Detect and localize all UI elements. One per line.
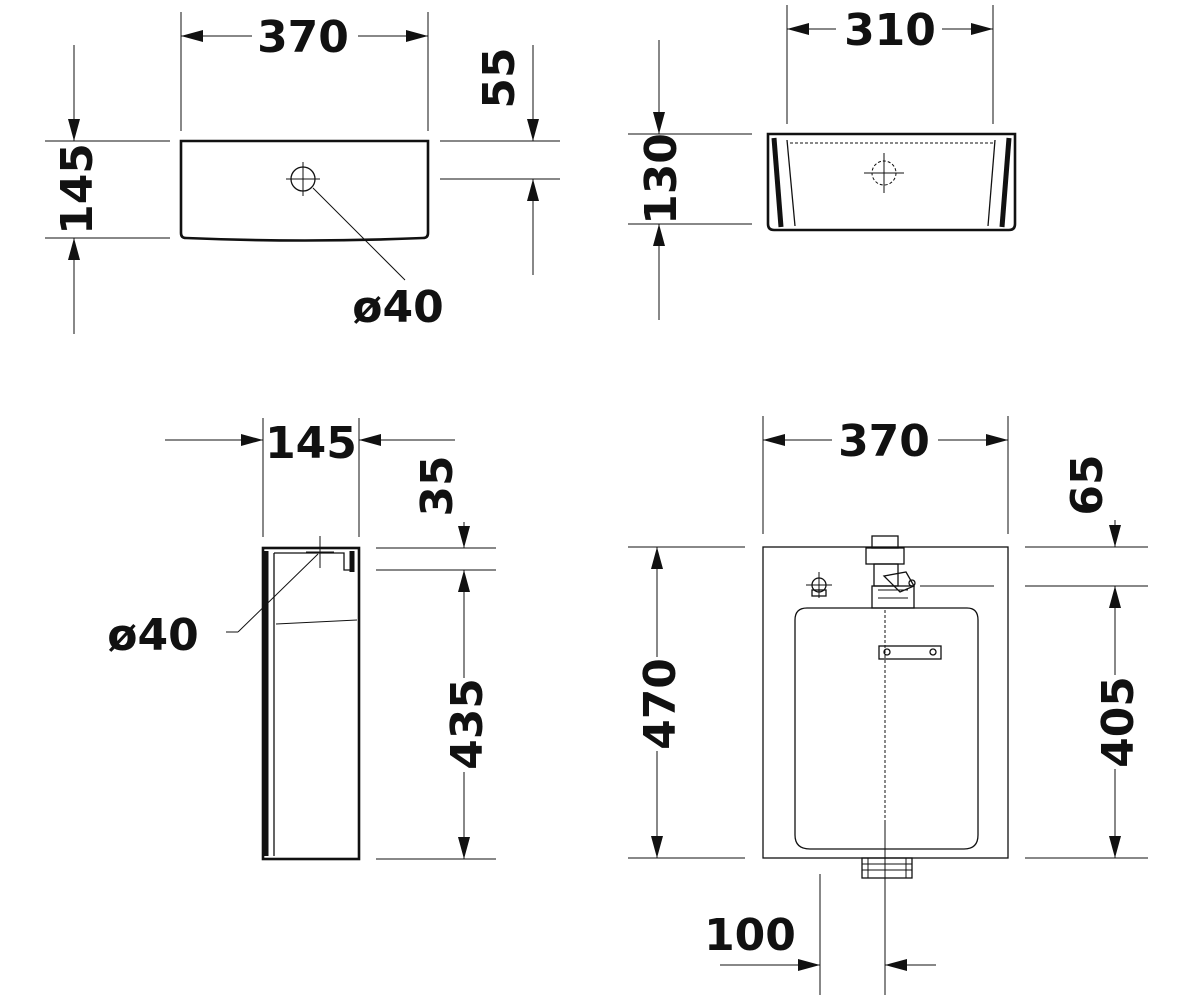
top-right-view: 310 130 [628,5,1017,320]
top-right-view-outline [766,132,1017,232]
front-view-flush-valve [865,535,994,609]
front-view-offset-dimension: 65 [1025,454,1148,587]
top-view-hole-label: ø40 [352,282,443,333]
top-view-offset-label: 55 [474,47,525,108]
top-view-height-dimension: 145 [45,45,170,334]
front-view-offset-label: 65 [1062,454,1113,515]
side-view-hole-leader: ø40 [107,553,319,661]
top-right-view-height-dimension: 130 [628,40,752,320]
top-view-hole [286,162,320,196]
top-right-view-walls [771,137,1012,228]
side-view-offset-dimension: 35 [376,455,496,571]
front-view-mounting-bracket [878,645,942,660]
side-view-width-dimension: 145 [165,418,455,537]
front-view-width-dimension: 370 [762,416,1009,534]
front-view-inner-height-dimension: 405 [1025,586,1148,859]
side-view-offset-label: 35 [412,455,463,516]
front-view-inner-height-label: 405 [1093,676,1144,768]
front-view-outlet-pipe [861,857,913,879]
side-view: 145 35 435 ø40 [107,418,496,861]
front-view-height-label: 470 [635,658,686,750]
top-view-width-dimension: 370 [180,12,429,131]
side-view-hole-mark [306,536,334,568]
side-view-height-dimension: 435 [376,570,496,860]
side-view-hole-label: ø40 [107,610,198,661]
front-view-outlet-label: 100 [704,910,796,961]
front-view-outlet-dimension: 100 [704,822,936,995]
front-view-height-dimension: 470 [628,546,745,859]
top-view-offset-dimension: 55 [440,45,560,275]
front-view-width-label: 370 [838,416,930,467]
top-view-outline [179,139,430,242]
top-view: 370 145 55 ø40 [45,12,560,334]
front-view-inner-tank [794,607,979,850]
top-view-height-label: 145 [52,143,103,235]
top-view-width-label: 370 [257,12,349,63]
top-view-hole-leader: ø40 [312,187,444,333]
front-view: 370 470 65 405 [628,416,1148,995]
side-view-inner [263,551,358,856]
side-view-outline [261,546,361,861]
top-right-view-width-label: 310 [844,5,936,56]
top-right-view-width-dimension: 310 [786,5,994,124]
top-right-view-hole [864,153,904,193]
side-view-width-label: 145 [265,418,357,469]
top-right-view-height-label: 130 [636,133,687,225]
side-view-height-label: 435 [442,678,493,770]
front-view-inlet-fitting [806,572,832,598]
